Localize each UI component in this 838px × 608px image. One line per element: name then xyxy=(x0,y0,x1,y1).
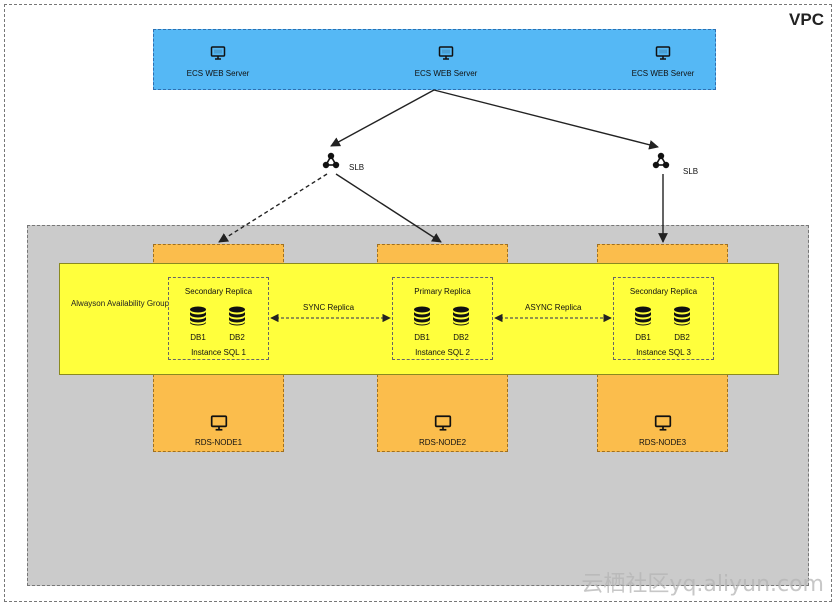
database-icon xyxy=(229,306,245,326)
ecs-server-1: ECS WEB Server xyxy=(158,45,278,93)
db-label: DB1 xyxy=(414,333,430,342)
ecs-server-3: ECS WEB Server xyxy=(603,45,723,93)
monitor-icon xyxy=(438,46,454,60)
node-label: RDS-NODE3 xyxy=(638,438,687,447)
ecs-server-2: ECS WEB Server xyxy=(386,45,506,93)
instance-sql-1: Secondary Replica DB1 DB2 Instance SQL 1 xyxy=(168,277,269,360)
instance-name: Instance SQL 3 xyxy=(636,348,691,357)
arrow-slb-to-node2 xyxy=(335,173,442,243)
database-db2: DB2 xyxy=(226,306,248,342)
node-label: RDS-NODE2 xyxy=(418,438,467,447)
monitor-icon xyxy=(210,415,228,431)
load-balancer-icon xyxy=(322,152,340,169)
ecs-server-label: ECS WEB Server xyxy=(414,69,478,78)
instance-sql-3: Secondary Replica DB1 DB2 Instance SQL 3 xyxy=(613,277,714,360)
db-label: DB1 xyxy=(635,333,651,342)
ecs-server-label: ECS WEB Server xyxy=(631,69,695,78)
arrow-ecs-to-slb-2 xyxy=(433,89,659,150)
database-icon xyxy=(453,306,469,326)
database-db1: DB1 xyxy=(411,306,433,342)
database-icon xyxy=(414,306,430,326)
watermark: 云栖社区yq.aliyun.com xyxy=(581,572,824,597)
replica-role: Primary Replica xyxy=(414,287,471,296)
instance-name: Instance SQL 2 xyxy=(415,348,470,357)
database-db1: DB1 xyxy=(632,306,654,342)
ecs-web-tier xyxy=(153,29,716,90)
arrow-slb-to-node1 xyxy=(218,173,328,243)
node-label: RDS-NODE1 xyxy=(194,438,243,447)
availability-group xyxy=(59,263,779,375)
slb-label: SLB xyxy=(349,163,365,172)
db-label: DB2 xyxy=(453,333,469,342)
replica-role: Secondary Replica xyxy=(184,287,253,296)
ecs-server-label: ECS WEB Server xyxy=(186,69,250,78)
vpc-boundary xyxy=(4,4,832,602)
instance-name: Instance SQL 1 xyxy=(191,348,246,357)
database-db2: DB2 xyxy=(450,306,472,342)
vpc-label: VPC xyxy=(789,10,824,29)
database-db1: DB1 xyxy=(187,306,209,342)
monitor-icon xyxy=(434,415,452,431)
slb-label: SLB xyxy=(683,167,699,176)
instance-sql-2: Primary Replica DB1 DB2 Instance SQL 2 xyxy=(392,277,493,360)
database-icon xyxy=(635,306,651,326)
db-label: DB2 xyxy=(674,333,690,342)
db-label: DB1 xyxy=(190,333,206,342)
database-icon xyxy=(674,306,690,326)
replica-role: Secondary Replica xyxy=(629,287,698,296)
db-label: DB2 xyxy=(229,333,245,342)
database-db2: DB2 xyxy=(671,306,693,342)
async-replica-label: ASYNC Replica xyxy=(525,303,582,312)
availability-group-label: Alwayson Availability Group xyxy=(70,299,170,308)
load-balancer-icon xyxy=(652,152,670,169)
monitor-icon xyxy=(654,415,672,431)
sync-replica-label: SYNC Replica xyxy=(303,303,355,312)
monitor-icon xyxy=(210,46,226,60)
database-icon xyxy=(190,306,206,326)
monitor-icon xyxy=(655,46,671,60)
arrow-ecs-to-slb-1 xyxy=(330,89,435,147)
